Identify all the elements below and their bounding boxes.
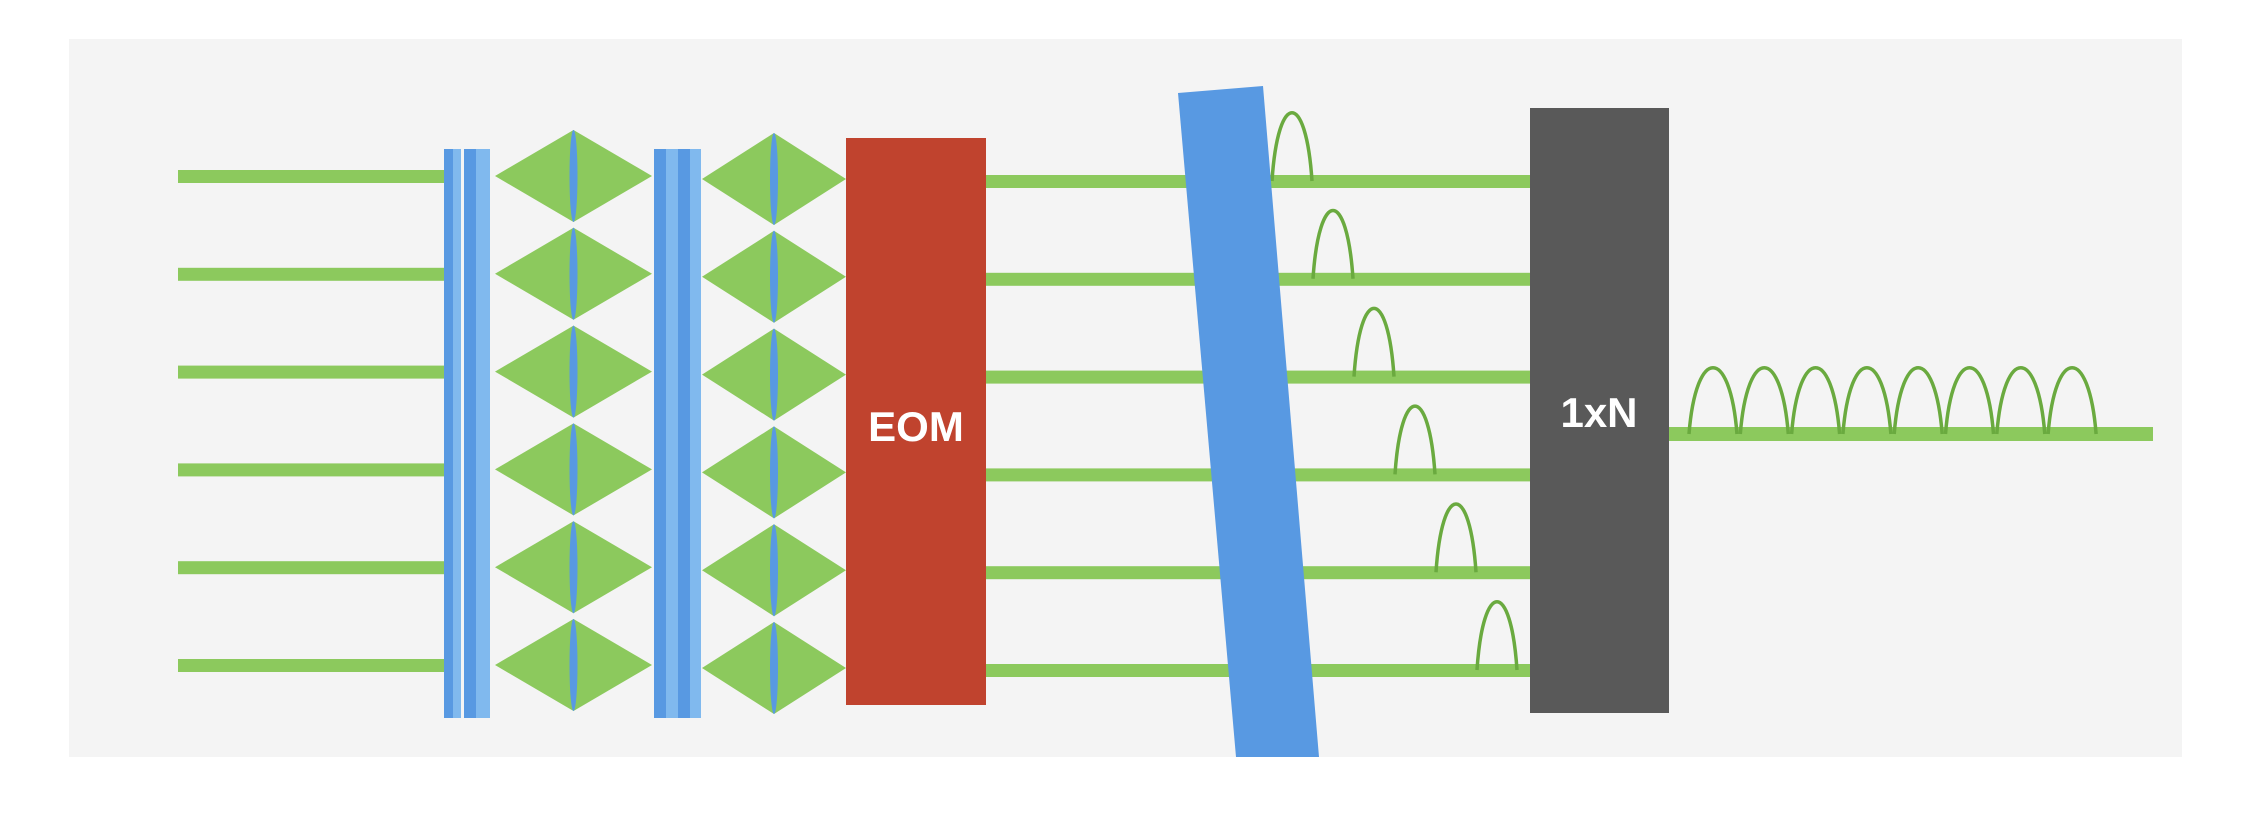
output-fiber	[1669, 366, 2153, 441]
eom-label: EOM	[868, 403, 964, 450]
pulse	[1352, 306, 1396, 377]
lens-element	[569, 130, 578, 222]
waveplate-stripe	[464, 149, 476, 718]
lens-arrays	[495, 130, 846, 714]
delay-plate	[1178, 86, 1319, 757]
waveplates	[444, 149, 701, 718]
input-fiber	[178, 463, 446, 477]
pulse	[1311, 209, 1355, 279]
channel-pulses	[1270, 111, 1519, 671]
output-pulse	[1995, 366, 2047, 435]
output-pulse	[1687, 366, 1739, 435]
output-pulse	[1738, 366, 1791, 435]
pulse	[1434, 502, 1478, 573]
lens-element	[569, 619, 578, 711]
output-pulse	[1892, 366, 1944, 435]
lens-element	[569, 423, 578, 516]
input-fiber	[178, 170, 446, 183]
input-fibers	[178, 170, 446, 672]
waveplate-stripe	[690, 149, 701, 718]
lens-element	[770, 133, 778, 225]
output-fiber-line	[1669, 427, 2153, 441]
pulse	[1270, 111, 1314, 182]
waveplate-stripe	[678, 149, 690, 718]
waveplate-stripe	[476, 149, 490, 718]
waveplate-stripe	[444, 149, 453, 718]
pulse	[1475, 600, 1519, 671]
waveplate-stripe	[654, 149, 666, 718]
lens-element	[569, 521, 578, 614]
lens-element	[770, 622, 778, 714]
diagram-background	[69, 39, 2182, 757]
pulse	[1393, 404, 1437, 475]
output-pulse	[1943, 366, 1996, 435]
switch-label: 1xN	[1560, 389, 1637, 436]
input-fiber	[178, 267, 446, 281]
output-pulse	[1841, 366, 1893, 435]
eom-block	[846, 138, 986, 705]
input-fiber	[178, 659, 446, 672]
waveplate-stripe	[453, 149, 461, 718]
lens-element	[770, 230, 778, 323]
lens-element	[569, 227, 578, 320]
input-fiber	[178, 561, 446, 575]
lens-element	[770, 328, 778, 421]
input-fiber	[178, 365, 446, 379]
output-pulse	[1789, 366, 1842, 435]
output-pulse	[2046, 366, 2098, 435]
lens-element	[770, 524, 778, 617]
waveplate-stripe	[666, 149, 678, 718]
lens-element	[569, 325, 578, 418]
lens-element	[770, 426, 778, 519]
switch-block	[1530, 108, 1669, 713]
